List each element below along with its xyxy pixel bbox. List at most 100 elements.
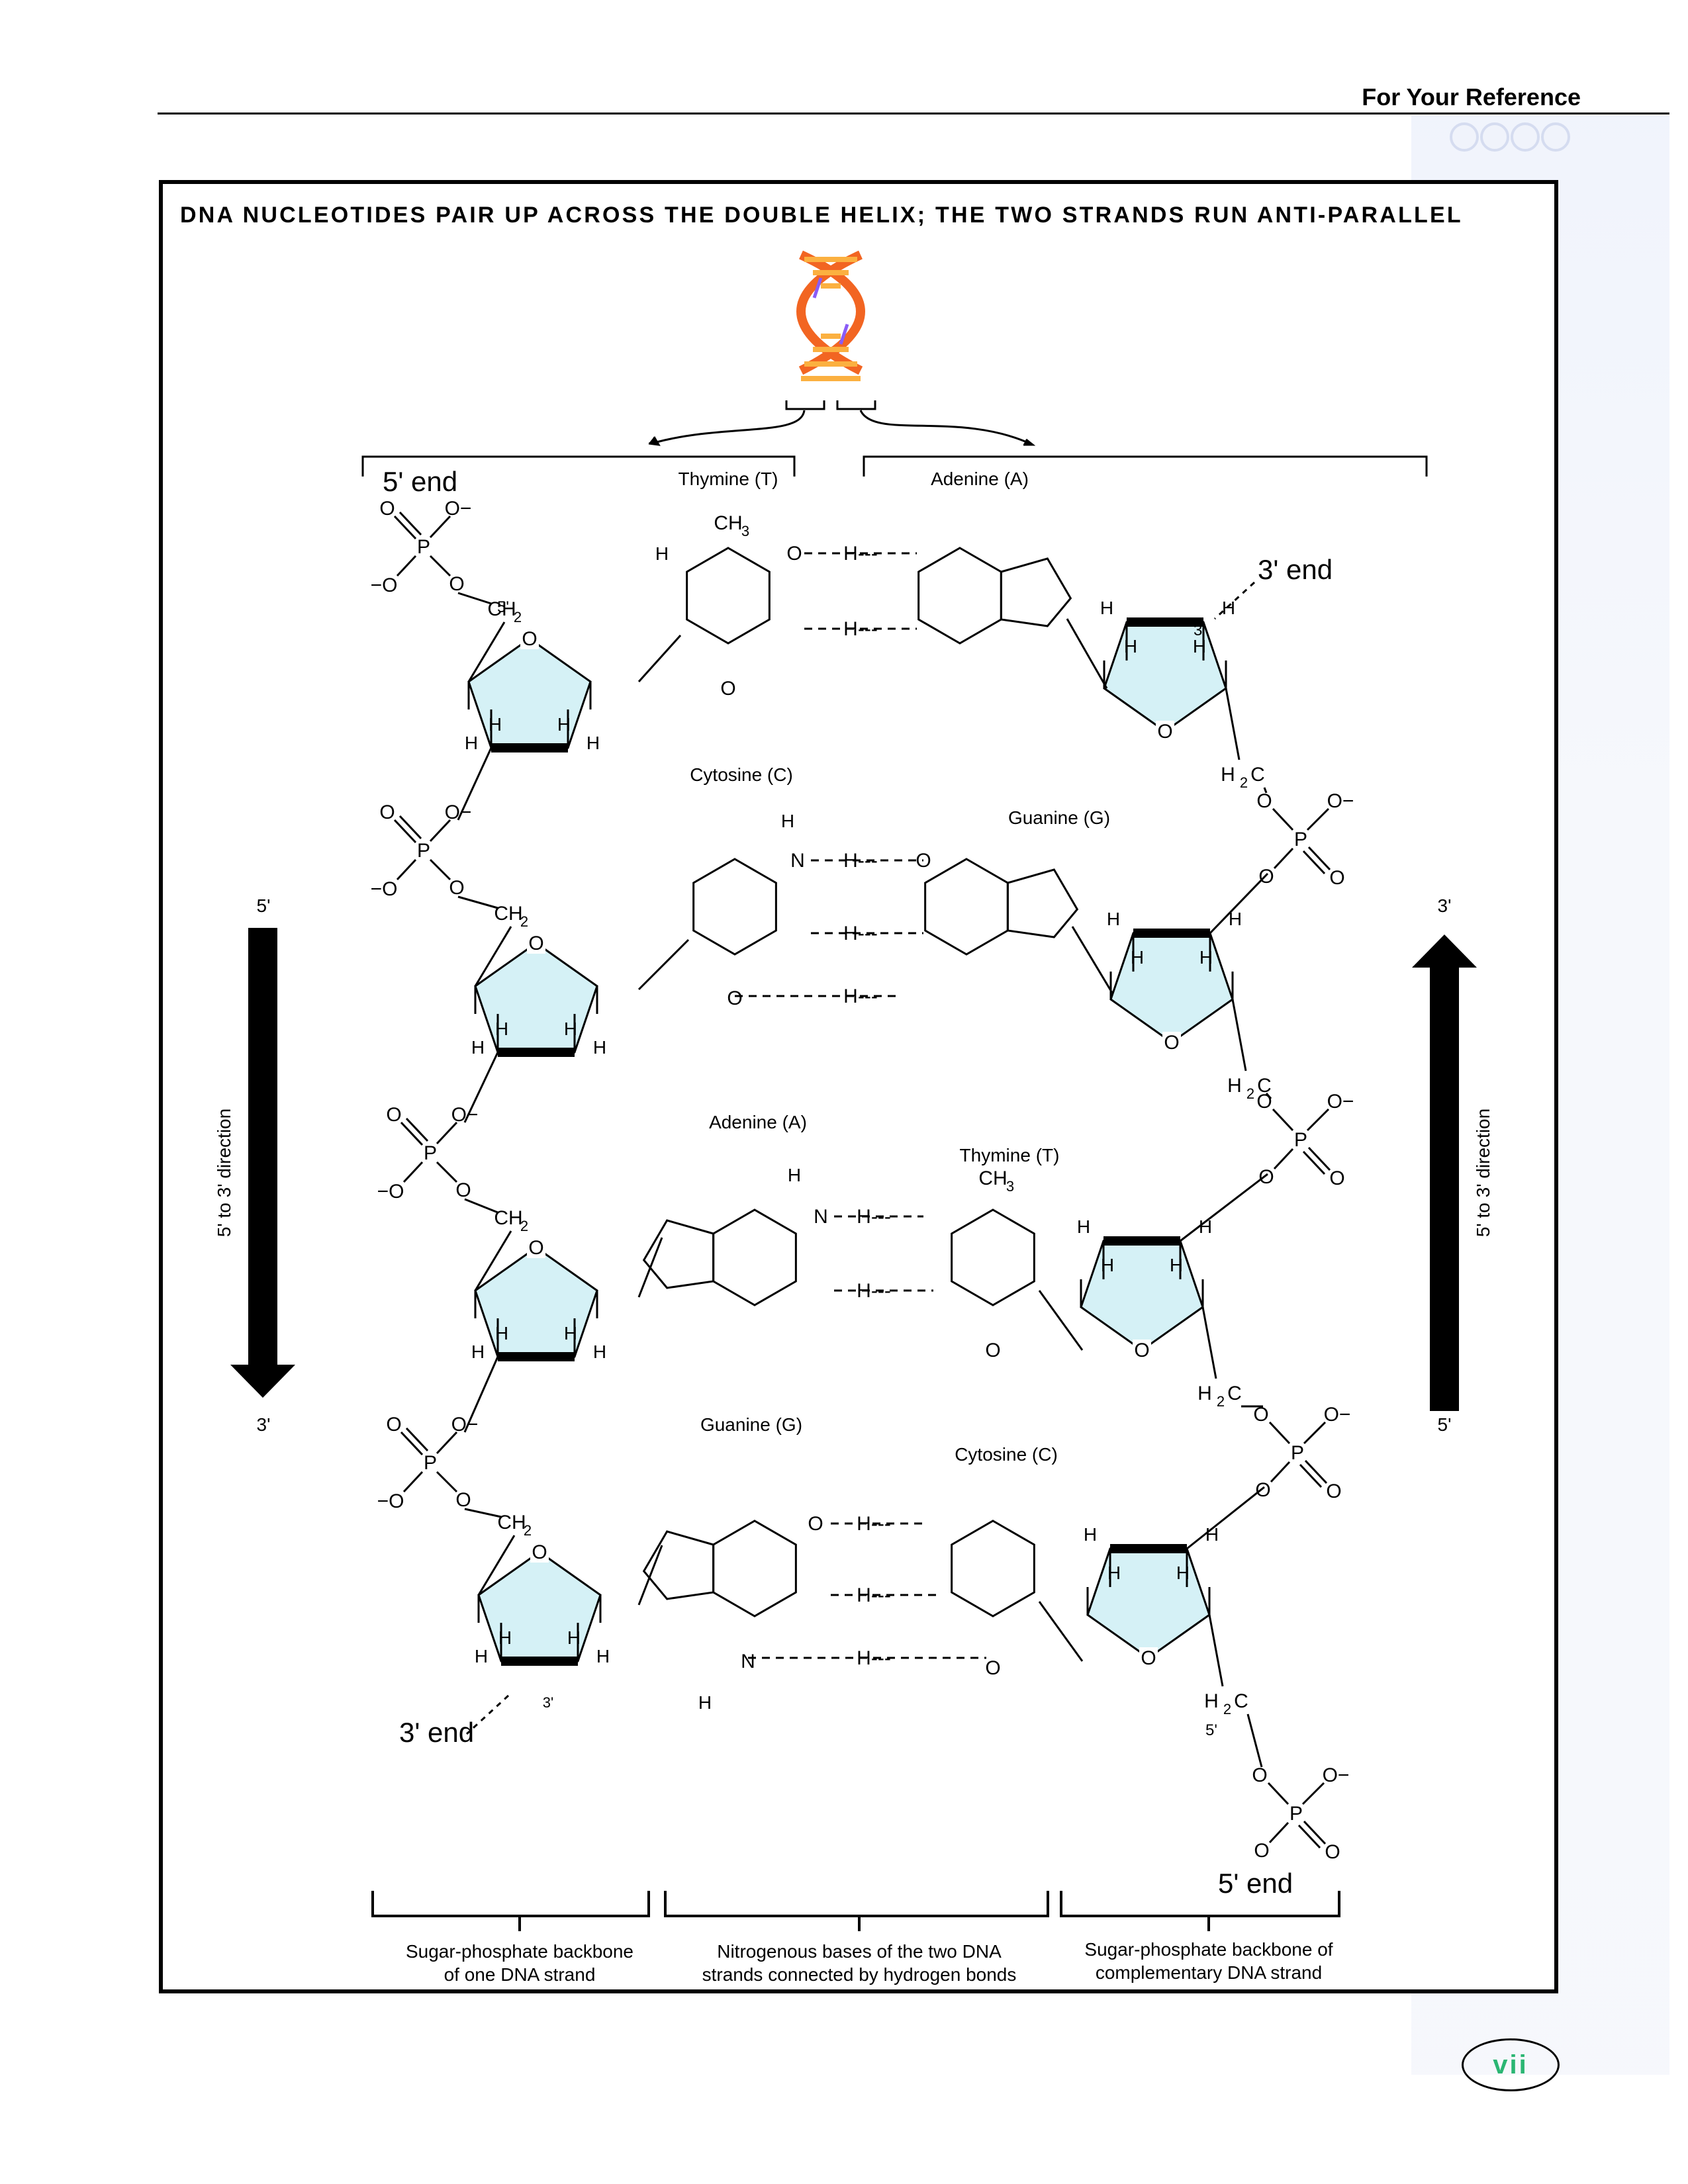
h2c-group-sub: 2	[1217, 1393, 1225, 1410]
base-label-thymine-2: Thymine (T)	[960, 1145, 1060, 1165]
ch2-group-sub: 2	[524, 1522, 532, 1539]
phosphorus: P	[1289, 1803, 1303, 1825]
oxygen: O	[1255, 1479, 1270, 1501]
h-bond-label: H---	[857, 1206, 891, 1228]
cytosine-ring-1	[692, 858, 777, 956]
double-helix-icon	[796, 250, 865, 381]
methyl-sub: 3	[1006, 1178, 1014, 1195]
oxygen: O	[985, 1340, 1000, 1361]
right-direction-arrow: 3' 5' 5' to 3' direction	[1412, 895, 1493, 1435]
cytosine-ring-2	[951, 1520, 1035, 1617]
caption-left-line2: of one DNA strand	[444, 1964, 596, 1985]
bottom-left-3-end: 3' end	[399, 1717, 474, 1748]
hydrogen: H	[788, 1165, 801, 1185]
oxygen: O	[1258, 866, 1274, 887]
h-bond-label: H---	[857, 1647, 891, 1669]
hydrogen: H	[1205, 1524, 1219, 1545]
oxygen-minus: O−	[451, 1104, 479, 1126]
hydrogen: H	[781, 811, 794, 831]
thymine-ring-2	[951, 1208, 1035, 1306]
h-bond-label: H---	[843, 850, 878, 872]
carbon: C	[1250, 764, 1265, 786]
oxygen-minus: O−	[1327, 1091, 1354, 1113]
oxygen-minus: O−	[1323, 1764, 1350, 1786]
oxygen: O	[1256, 1091, 1272, 1113]
figure-title: DNA NUCLEOTIDES PAIR UP ACROSS THE DOUBL…	[180, 203, 1463, 228]
h2c-group-base: H	[1204, 1690, 1219, 1712]
header-rule	[158, 113, 1669, 114]
oxygen: O	[449, 573, 464, 595]
phosphorus: P	[417, 840, 430, 862]
h-bond-label: H---	[857, 1584, 891, 1606]
top-right-3-end: 3' end	[1258, 554, 1333, 585]
base-label-adenine-2: Adenine (A)	[709, 1112, 807, 1132]
phosphorus: P	[1294, 1129, 1307, 1151]
hydrogen: H	[593, 1037, 606, 1058]
oxygen: O	[720, 678, 735, 700]
top-left-5-end: 5' end	[383, 466, 457, 497]
hydrogen: H	[465, 733, 478, 753]
bottom-brackets	[371, 1891, 1340, 1931]
oxygen: O	[1252, 1764, 1267, 1786]
right-arrow-bottom-label: 5'	[1438, 1414, 1452, 1435]
oxygen: O	[455, 1179, 471, 1201]
adenine-ring-1-five	[1000, 557, 1072, 627]
base-label-cytosine-1: Cytosine (C)	[690, 764, 793, 785]
base-label-guanine-1: Guanine (G)	[1008, 807, 1110, 828]
helix-zoom-brackets	[361, 400, 1428, 477]
caption-left-line1: Sugar-phosphate backbone	[406, 1941, 633, 1962]
nitrogen: N	[814, 1206, 828, 1228]
ch2-group: CH2	[494, 1207, 528, 1234]
hydrogen: H	[655, 543, 669, 564]
ring-oxygen: O	[522, 628, 537, 650]
top-right-dashed-bond	[1213, 581, 1256, 620]
methyl-sub: 3	[741, 523, 749, 539]
thymine-ring-1	[686, 547, 771, 645]
h-bond-label: H---	[843, 985, 878, 1007]
oxygen: O	[386, 1414, 401, 1435]
ring-oxygen: O	[528, 1237, 543, 1259]
guanine-ring-1-five	[1006, 868, 1079, 938]
hydrogen: H	[596, 1646, 610, 1666]
ch2-group-base: CH	[494, 1207, 522, 1229]
caption-middle-line1: Nitrogenous bases of the two DNA	[717, 1941, 1002, 1962]
ch2-group-base: CH	[497, 1512, 526, 1533]
page-number-badge: vii	[1462, 2038, 1560, 2091]
ring-oxygen: O	[528, 933, 543, 954]
ring-oxygen: O	[1164, 1032, 1179, 1054]
adenine-ring-2-five	[642, 1219, 715, 1289]
h2c-group-base: H	[1221, 764, 1235, 786]
phosphorus: P	[1291, 1442, 1304, 1464]
hydrogen: H	[1222, 598, 1235, 618]
oxygen: O	[985, 1657, 1000, 1679]
guanine-ring-2-five	[642, 1530, 715, 1600]
bottom-left-dashed-bond	[465, 1694, 510, 1735]
carbon: C	[1227, 1383, 1242, 1404]
oxygen-minus: −O	[371, 574, 398, 596]
h-bond-label: H---	[857, 1280, 891, 1302]
page-header-title: For Your Reference	[1362, 83, 1581, 111]
h2c-group-sub: 2	[1240, 774, 1248, 791]
oxygen: O	[455, 1489, 471, 1511]
hydrogen: H	[1107, 909, 1120, 929]
caption-middle-line2: strands connected by hydrogen bonds	[702, 1964, 1017, 1985]
oxygen-minus: −O	[371, 878, 398, 900]
phosphorus: P	[417, 536, 430, 558]
phosphorus: P	[424, 1452, 437, 1474]
base-label-guanine-2: Guanine (G)	[700, 1414, 802, 1435]
methyl: CH	[978, 1167, 1007, 1189]
right-arrow-top-label: 3'	[1438, 895, 1452, 916]
h-bond-label: H---	[843, 923, 878, 944]
